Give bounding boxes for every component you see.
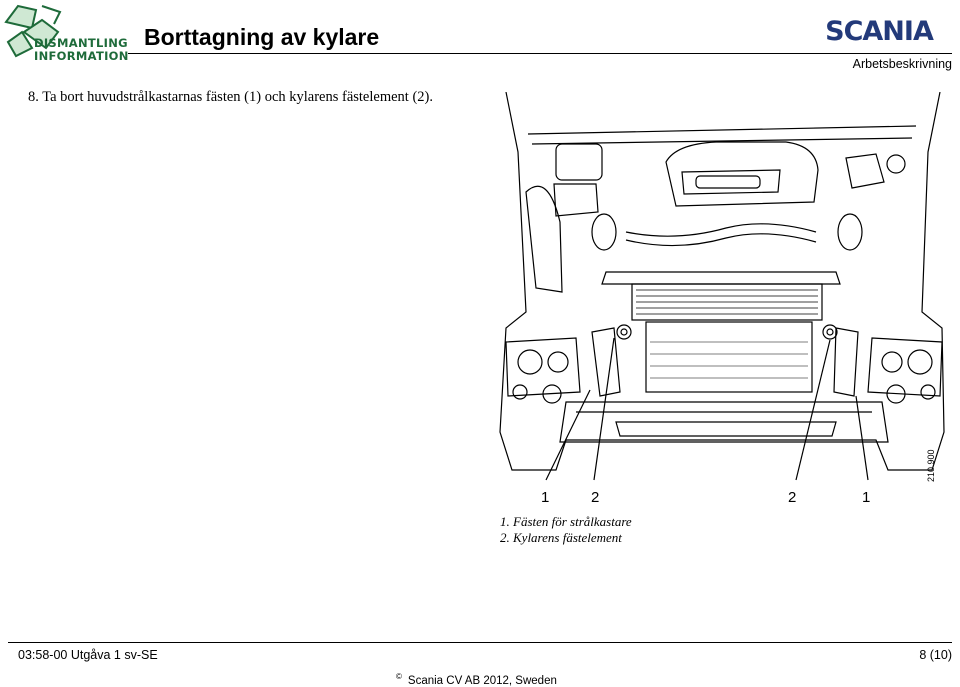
document-type: Arbetsbeskrivning — [852, 57, 952, 71]
document-id: 03:58-00 Utgåva 1 sv-SE — [18, 648, 158, 662]
copyright-symbol: © — [396, 672, 402, 681]
callout-1-left: 1 — [541, 489, 550, 506]
copyright: © Scania CV AB 2012, Sweden — [396, 672, 557, 687]
callout-2-right: 2 — [788, 489, 797, 506]
recycle-logo-icon — [4, 4, 62, 58]
step-instruction: 8. Ta bort huvudstrålkastarnas fästen (1… — [28, 89, 433, 105]
copyright-text: Scania CV AB 2012, Sweden — [407, 674, 557, 687]
scania-brand-logo: SCANIA — [825, 17, 935, 43]
callout-2-left: 2 — [591, 489, 600, 506]
page-number: 8 (10) — [919, 648, 952, 662]
brand-wordmark: SCANIA — [825, 17, 934, 43]
logo-line-1: DISMANTLING — [34, 36, 128, 50]
callout-1-right: 1 — [862, 489, 871, 506]
legend-item-1: 1. Fästen för strålkastare — [500, 514, 632, 529]
legend-item-2: 2. Kylarens fästelement — [500, 530, 622, 545]
logo-line-2: INFORMATION — [34, 49, 129, 63]
footer-rule — [8, 642, 952, 643]
dismantling-information-logo: DISMANTLING INFORMATION — [2, 2, 128, 64]
figure-number: 210 900 — [926, 449, 936, 482]
truck-front-illustration — [499, 92, 945, 481]
page-title: Borttagning av kylare — [144, 24, 380, 50]
header-rule — [128, 53, 952, 54]
